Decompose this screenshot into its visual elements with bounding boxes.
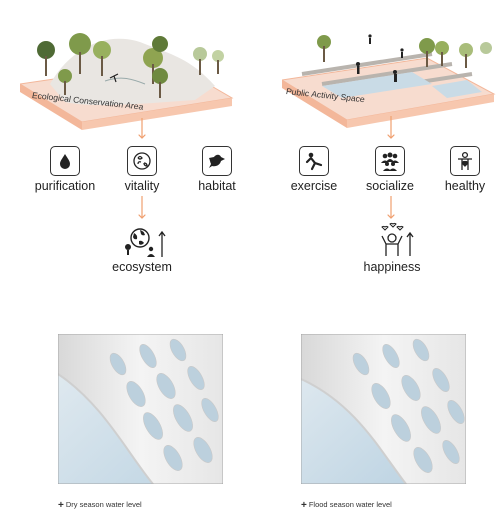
dry-season-render — [58, 334, 223, 484]
bird-icon — [202, 146, 232, 176]
ecosystem-globe-icon — [125, 228, 166, 257]
ecological-area-illustration — [20, 33, 234, 130]
exercise-label: exercise — [290, 179, 338, 193]
ecosystem-label: ecosystem — [112, 260, 172, 274]
dry-season-caption: +Dry season water level — [58, 500, 142, 511]
socialize-label: socialize — [366, 179, 414, 193]
group-people-icon — [375, 146, 405, 176]
flood-season-render — [301, 334, 466, 484]
happiness-label: happiness — [363, 260, 421, 274]
flood-season-caption: +Flood season water level — [301, 500, 392, 511]
public-activity-illustration — [282, 34, 496, 128]
habitat-label: habitat — [198, 179, 236, 193]
healthy-person-icon — [450, 146, 480, 176]
exercise-person-icon — [299, 146, 329, 176]
happy-person-hearts-icon — [381, 222, 414, 256]
healthy-label: healthy — [444, 179, 486, 193]
flow-arrows — [0, 116, 504, 300]
recycle-nature-icon — [127, 146, 157, 176]
purification-label: purification — [34, 179, 96, 193]
vitality-label: vitality — [124, 179, 160, 193]
water-drop-icon — [50, 146, 80, 176]
